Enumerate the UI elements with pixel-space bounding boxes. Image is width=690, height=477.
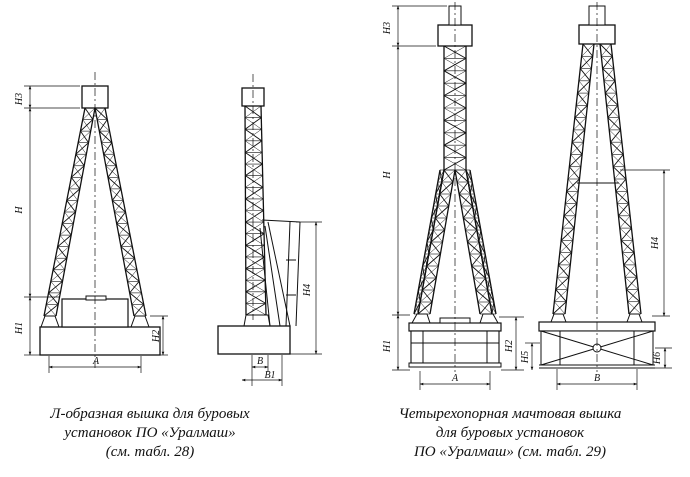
label-a-2: A (451, 373, 459, 384)
label-h2: H2 (151, 330, 162, 343)
a-frame-side-dimensions (241, 74, 322, 386)
label-b-2: B (594, 373, 600, 384)
mast-lower-right-brace (465, 169, 497, 315)
label-h3-2: H3 (382, 22, 393, 35)
right-caption-line-3: ПО «Уралмаш» (см. табл. 29) (413, 444, 607, 460)
side-foot (243, 314, 271, 327)
label-h6: H6 (652, 352, 663, 365)
mast-front-dimensions (392, 2, 540, 390)
left-caption: Л-образная вышка для буровых установок П… (0, 405, 300, 462)
label-h4: H4 (302, 284, 313, 297)
label-h5: H5 (520, 351, 531, 364)
dimension-labels: H3 H H1 H2 A H4 B B1 H3 H H1 H2 H5 A H4 … (14, 22, 663, 384)
right-leg-shoe (130, 315, 150, 328)
a-frame-dimensions (24, 72, 168, 373)
left-caption-line-1: Л-образная вышка для буровых (50, 406, 250, 422)
a-frame-side-mast (244, 105, 267, 316)
label-h2-2: H2 (504, 340, 515, 353)
label-h1-2: H1 (382, 340, 393, 353)
mast-lower-left-brace (413, 169, 445, 315)
label-b: B (257, 356, 263, 367)
label-h: H (14, 206, 25, 215)
mast-side-right-leg (599, 43, 642, 315)
drawworks-block (85, 295, 107, 301)
left-caption-line-3: (см. табл. 28) (105, 444, 195, 460)
label-h1: H1 (14, 322, 25, 335)
base-skid (39, 326, 161, 356)
a-frame-legs (43, 107, 147, 317)
mast-side-truss (552, 43, 642, 315)
a-frame-derrick-front (39, 85, 161, 356)
mast-side-dimensions (556, 2, 672, 390)
side-base-block (217, 325, 291, 355)
left-caption-line-2: установок ПО «Уралмаш» (64, 425, 236, 441)
label-b1: B1 (264, 370, 275, 381)
a-frame-left-leg (43, 107, 96, 317)
label-h3: H3 (14, 93, 25, 106)
mast-left-leg (417, 169, 456, 315)
right-caption-line-1: Четырехопорная мачтовая вышка (398, 406, 622, 422)
right-caption: Четырехопорная мачтовая вышка для буровы… (350, 405, 670, 462)
right-caption-line-2: для буровых установок (435, 425, 585, 441)
label-h4-2: H4 (650, 237, 661, 250)
label-h-2: H (382, 171, 393, 180)
mast-side-left-leg (552, 43, 595, 315)
side-mast-truss (244, 105, 267, 316)
left-leg-shoe (40, 315, 60, 328)
a-frame-derrick-side (217, 87, 301, 355)
label-a: A (92, 356, 100, 367)
a-frame-right-leg (94, 107, 147, 317)
